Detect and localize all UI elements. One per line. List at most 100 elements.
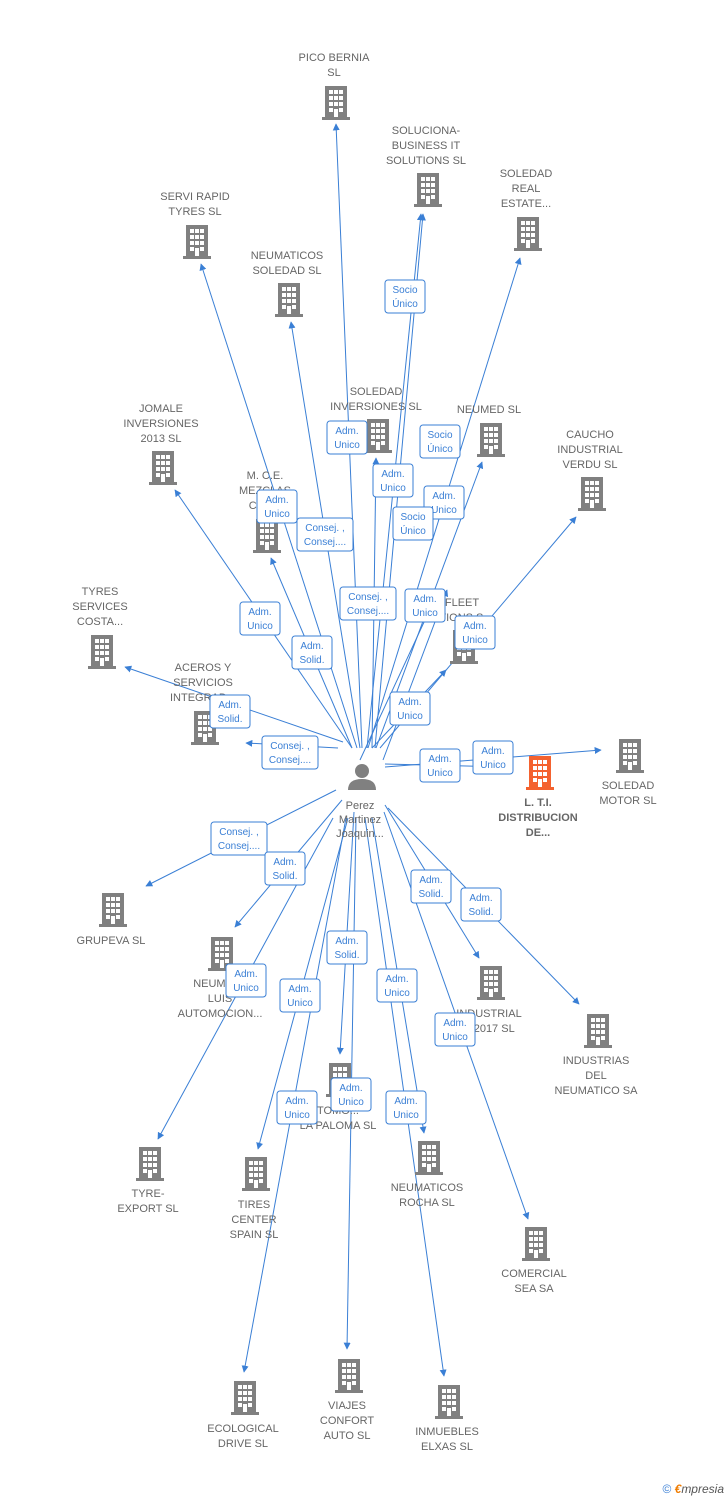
role-badge[interactable]: Adm.Unico xyxy=(326,420,368,455)
role-badge-text: Consej.... xyxy=(269,755,311,766)
role-badge[interactable]: Adm.Solid. xyxy=(209,694,251,729)
role-badge-text: Unico xyxy=(442,1032,468,1043)
building-icon xyxy=(183,225,211,259)
company-label: SL xyxy=(327,67,340,79)
company-label: SERVICES xyxy=(72,601,127,613)
company-label: L. T.I. xyxy=(524,797,552,809)
role-badge-text: Consej.... xyxy=(347,606,389,617)
person-name: Perez xyxy=(346,800,375,812)
role-badge[interactable]: Adm.Unico xyxy=(279,978,321,1013)
role-badge-text: Solid. xyxy=(468,907,493,918)
company-label: INVERSIONES xyxy=(123,418,198,430)
company-node-grupeva[interactable]: GRUPEVA SL xyxy=(77,893,146,947)
role-badge[interactable]: Adm.Solid. xyxy=(326,930,368,965)
role-badge-box xyxy=(296,517,354,552)
building-icon xyxy=(578,477,606,511)
building-icon xyxy=(136,1147,164,1181)
company-label: ROCHA SL xyxy=(399,1197,455,1209)
company-node-lti[interactable]: L. T.I.DISTRIBUCIONDE... xyxy=(498,756,578,839)
role-badge[interactable]: Adm.Unico xyxy=(256,489,298,524)
role-badge[interactable]: Adm.Unico xyxy=(385,1090,427,1125)
center-person[interactable]: PerezMartinezJoaquin... xyxy=(336,764,384,840)
role-badge[interactable]: Adm.Unico xyxy=(330,1077,372,1112)
role-badge[interactable]: Adm.Unico xyxy=(239,601,281,636)
company-label: DISTRIBUCION xyxy=(498,812,578,824)
company-node-soledad-real[interactable]: SOLEDADREALESTATE... xyxy=(500,168,553,251)
company-label: 2013 SL xyxy=(141,433,182,445)
role-badge-text: Adm. xyxy=(443,1018,466,1029)
role-badge[interactable]: Adm.Unico xyxy=(454,615,496,650)
role-badge[interactable]: Adm.Unico xyxy=(404,588,446,623)
role-badge[interactable]: Adm.Unico xyxy=(376,968,418,1003)
role-badge[interactable]: Consej. ,Consej.... xyxy=(339,586,397,621)
company-label: TIRES xyxy=(238,1199,270,1211)
role-badge-text: Solid. xyxy=(334,950,359,961)
brand-logo: €mpresia xyxy=(674,1482,724,1496)
company-label: DRIVE SL xyxy=(218,1438,268,1450)
building-icon xyxy=(522,1227,550,1261)
role-badge[interactable]: Adm. Unico xyxy=(434,1012,476,1047)
company-label: NEUMATICOS xyxy=(251,250,324,262)
role-badge[interactable]: Consej. ,Consej.... xyxy=(261,735,319,770)
company-node-neumed[interactable]: NEUMED SL xyxy=(457,404,521,457)
role-badge-box xyxy=(372,463,414,498)
company-label: SPAIN SL xyxy=(230,1229,279,1241)
role-badge-text: Solid. xyxy=(217,714,242,725)
building-icon xyxy=(514,217,542,251)
role-badge-box xyxy=(239,601,281,636)
role-badge-box xyxy=(326,420,368,455)
role-badge-box xyxy=(326,930,368,965)
role-badge[interactable]: Adm.Unico xyxy=(472,740,514,775)
company-label: SOLEDAD xyxy=(500,168,553,180)
role-badge-box xyxy=(261,735,319,770)
role-badge[interactable]: Consej. ,Consej.... xyxy=(296,517,354,552)
role-badge[interactable]: Adm.Unico xyxy=(225,963,267,998)
company-label: INDUSTRIAL xyxy=(557,444,622,456)
building-icon xyxy=(88,635,116,669)
role-badge-box xyxy=(385,1090,427,1125)
role-badge[interactable]: Adm.Unico xyxy=(372,463,414,498)
role-badge-text: Unico xyxy=(397,711,423,722)
role-badge[interactable]: Consej. ,Consej.... xyxy=(210,821,268,856)
role-badge[interactable]: Adm.Unico xyxy=(276,1090,318,1125)
role-badge[interactable]: Adm.Solid. xyxy=(460,887,502,922)
role-badge-text: Adm. xyxy=(273,857,296,868)
role-badge-text: Unico xyxy=(247,621,273,632)
role-badge-text: Adm. xyxy=(335,426,358,437)
role-badge[interactable]: Adm.Unico xyxy=(419,748,461,783)
company-node-tyres-services[interactable]: TYRESSERVICESCOSTA... xyxy=(72,586,128,669)
edge-layer xyxy=(124,123,602,1377)
role-badge-text: Unico xyxy=(412,608,438,619)
role-badge-text: Adm. xyxy=(285,1096,308,1107)
role-badge[interactable]: Adm.Solid. xyxy=(410,869,452,904)
role-badge-box xyxy=(419,748,461,783)
role-badge[interactable]: Adm.Solid. xyxy=(264,851,306,886)
role-badge-text: Consej. , xyxy=(219,827,258,838)
role-badge[interactable]: Adm.Solid. xyxy=(291,635,333,670)
company-label: GRUPEVA SL xyxy=(77,935,146,947)
role-badge-text: Adm. xyxy=(288,984,311,995)
role-badge[interactable]: Adm.Unico xyxy=(423,485,465,520)
company-node-tyre-export[interactable]: TYRE-EXPORT SL xyxy=(117,1147,179,1215)
role-badge[interactable]: Adm.Unico xyxy=(389,691,431,726)
footer-brand[interactable]: © €mpresia xyxy=(662,1482,724,1496)
building-icon xyxy=(414,173,442,207)
